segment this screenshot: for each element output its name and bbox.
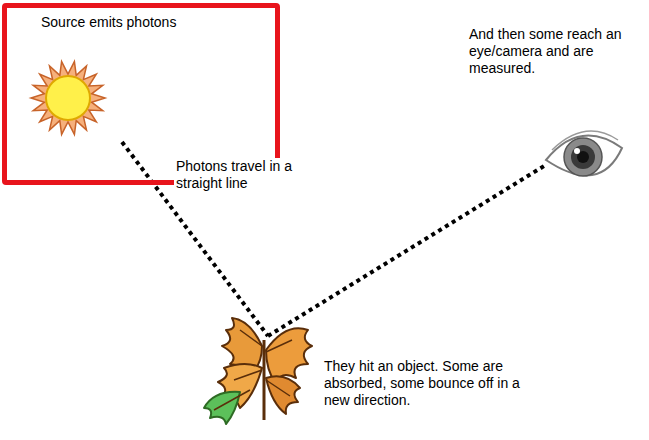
photon-path: [268, 166, 544, 336]
sun-icon: [31, 62, 105, 135]
eye-note: And then some reach an eye/camera and ar…: [469, 26, 639, 76]
eye-icon: [546, 131, 622, 176]
leaf-icon: [204, 318, 312, 424]
object-note: They hit an object. Some are absorbed, s…: [324, 358, 539, 408]
photon-note: Photons travel in a straight line: [174, 158, 298, 192]
source-caption: Source emits photons: [41, 14, 271, 31]
